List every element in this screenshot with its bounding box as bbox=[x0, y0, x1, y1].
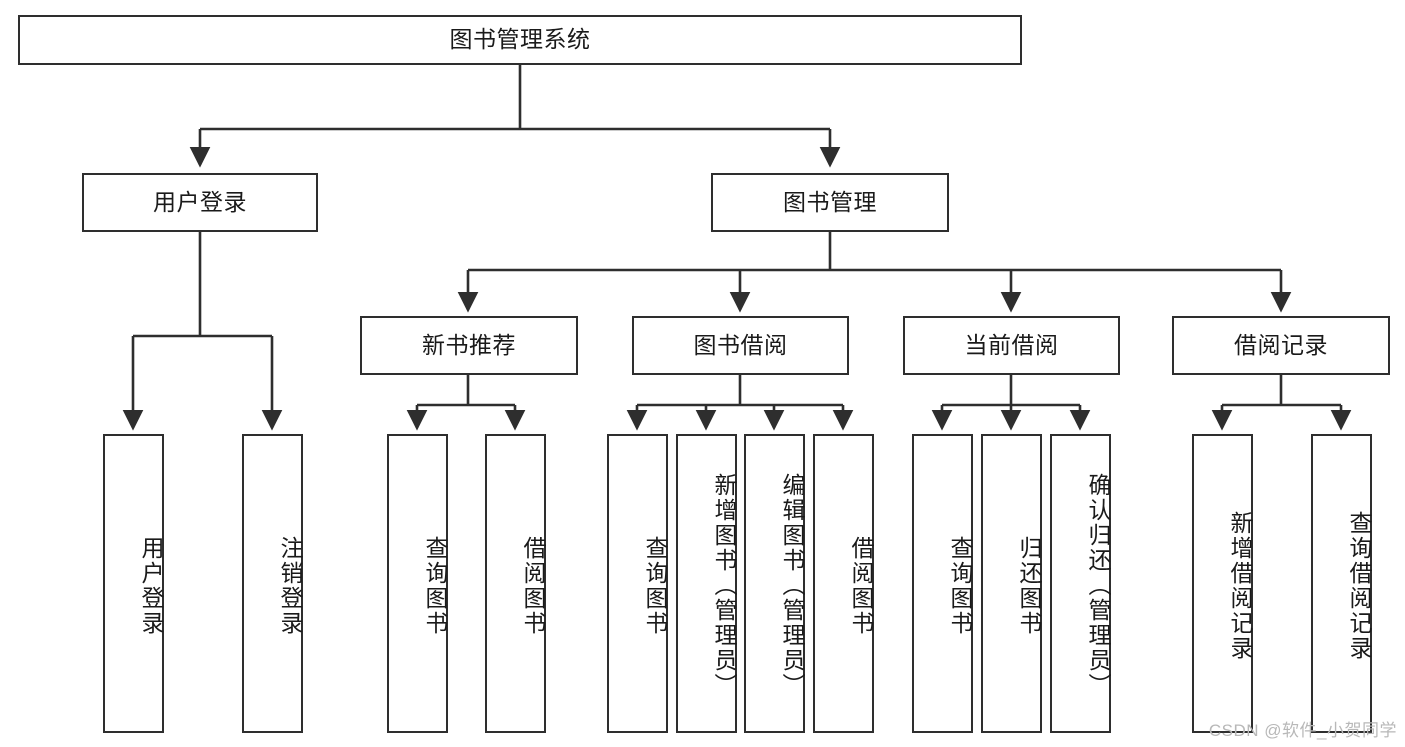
node-root-system[interactable]: 图书管理系统 bbox=[18, 15, 1022, 65]
node-label: 图书借阅 bbox=[693, 331, 788, 358]
node-label: 新增图书（管理员） bbox=[711, 473, 737, 698]
node-leaf-confirm-return-admin[interactable]: 确认归还（管理员） bbox=[1050, 434, 1111, 733]
node-submodule-book-borrow[interactable]: 图书借阅 bbox=[632, 316, 849, 375]
node-label: 注销登录 bbox=[277, 535, 303, 636]
watermark: CSDN @软件_小贺同学 bbox=[1208, 721, 1397, 740]
node-label: 查询借阅记录 bbox=[1346, 510, 1372, 661]
node-label: 归还图书 bbox=[1016, 535, 1042, 636]
node-leaf-query-book-borrow[interactable]: 查询图书 bbox=[607, 434, 668, 733]
node-leaf-query-borrow-record[interactable]: 查询借阅记录 bbox=[1311, 434, 1372, 733]
node-label: 用户登录 bbox=[138, 535, 164, 636]
node-label: 图书管理系统 bbox=[449, 26, 591, 53]
node-label: 借阅记录 bbox=[1234, 331, 1328, 358]
node-leaf-edit-book-admin[interactable]: 编辑图书（管理员） bbox=[744, 434, 805, 733]
node-leaf-add-borrow-record[interactable]: 新增借阅记录 bbox=[1192, 434, 1253, 733]
node-leaf-logout[interactable]: 注销登录 bbox=[242, 434, 303, 733]
node-module-user-login[interactable]: 用户登录 bbox=[82, 173, 318, 232]
node-submodule-current-borrow[interactable]: 当前借阅 bbox=[903, 316, 1120, 375]
node-label: 编辑图书（管理员） bbox=[779, 473, 805, 698]
node-leaf-query-book-recommend[interactable]: 查询图书 bbox=[387, 434, 448, 733]
node-submodule-borrow-record[interactable]: 借阅记录 bbox=[1172, 316, 1390, 375]
node-label: 查询图书 bbox=[947, 535, 973, 636]
node-label: 当前借阅 bbox=[964, 331, 1059, 358]
node-label: 确认归还（管理员） bbox=[1085, 473, 1111, 698]
node-leaf-user-login[interactable]: 用户登录 bbox=[103, 434, 164, 733]
node-leaf-borrow-book-recommend[interactable]: 借阅图书 bbox=[485, 434, 546, 733]
node-label: 借阅图书 bbox=[520, 535, 546, 636]
node-label: 用户登录 bbox=[153, 188, 247, 215]
node-label: 查询图书 bbox=[642, 535, 668, 636]
node-leaf-return-book[interactable]: 归还图书 bbox=[981, 434, 1042, 733]
node-module-book-management[interactable]: 图书管理 bbox=[711, 173, 949, 232]
node-label: 新增借阅记录 bbox=[1227, 510, 1253, 661]
node-leaf-add-book-admin[interactable]: 新增图书（管理员） bbox=[676, 434, 737, 733]
node-label: 查询图书 bbox=[422, 535, 448, 636]
node-label: 新书推荐 bbox=[422, 331, 516, 358]
node-leaf-borrow-book[interactable]: 借阅图书 bbox=[813, 434, 874, 733]
node-submodule-new-book-recommend[interactable]: 新书推荐 bbox=[360, 316, 578, 375]
node-leaf-query-book-current[interactable]: 查询图书 bbox=[912, 434, 973, 733]
node-label: 借阅图书 bbox=[848, 535, 874, 636]
node-label: 图书管理 bbox=[783, 188, 877, 215]
